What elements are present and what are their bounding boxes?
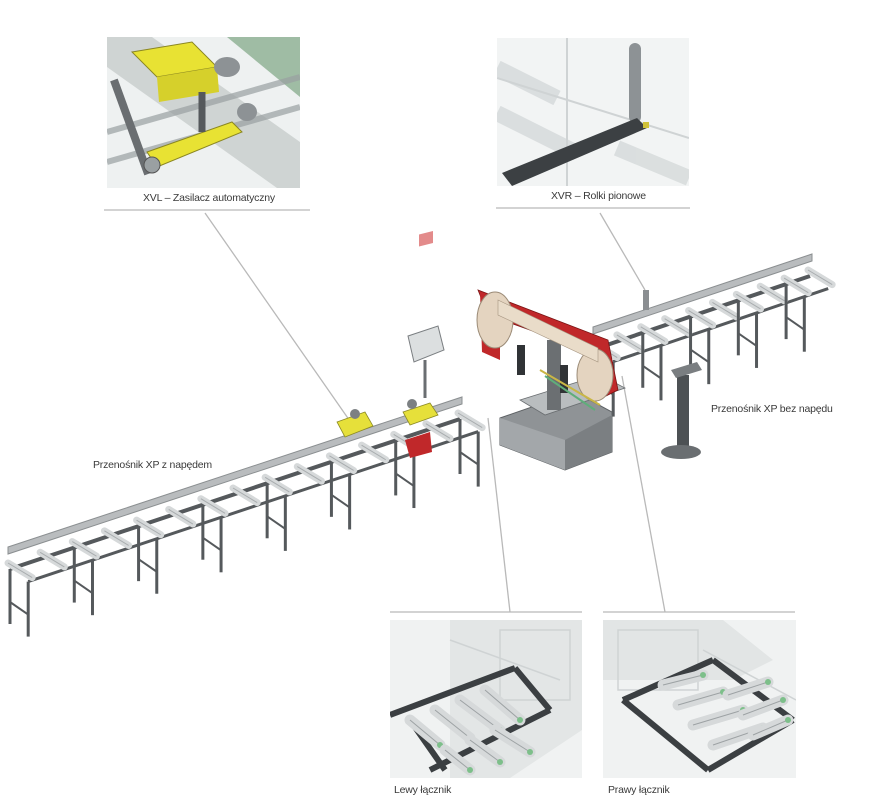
roller-edge — [39, 551, 65, 568]
roller-bearing — [527, 749, 533, 755]
roller-edge — [297, 466, 322, 482]
brace — [73, 579, 94, 594]
frame-rail — [612, 287, 829, 364]
brace — [330, 494, 351, 509]
brace — [266, 515, 286, 530]
feeder-icon — [336, 399, 439, 458]
xp-nodrive-conveyor — [589, 253, 836, 417]
roller-bearing — [517, 717, 523, 723]
leader-xvr — [599, 212, 646, 291]
inset-xvl-feeder — [107, 37, 300, 188]
label-xp-nodrive: Przenośnik XP bez napędu — [711, 403, 833, 415]
roller-edge — [104, 530, 129, 546]
roller-edge — [329, 455, 354, 471]
right-connector-rollers — [657, 669, 794, 751]
roller-edge — [712, 302, 737, 318]
roller-edge — [807, 269, 833, 286]
roller-edge — [664, 318, 690, 334]
connector-roller-edge — [662, 674, 704, 686]
connector-roller-edge — [409, 719, 441, 746]
connector-roller-edge — [727, 681, 769, 696]
connector-roller-edge — [692, 709, 744, 726]
control-panel-icon — [407, 231, 445, 398]
roller-edge — [759, 285, 785, 302]
leader-left-connector — [487, 417, 511, 613]
connector-roller-edge — [677, 691, 724, 706]
leader-right-connector — [621, 375, 666, 613]
connector-roller-edge — [742, 699, 784, 716]
frame-rail — [594, 274, 811, 351]
connector-roller-edge — [434, 709, 471, 739]
vertical-roller-icon — [643, 290, 702, 459]
inset-xvl-underline — [104, 209, 310, 211]
roller-edge — [616, 334, 642, 350]
roller-edge — [457, 412, 483, 429]
brace — [737, 332, 758, 347]
roller-bearing — [497, 759, 503, 765]
roller-edge — [783, 277, 809, 294]
connector-roller-edge — [494, 729, 531, 753]
roller-bearing — [700, 672, 706, 678]
brace — [642, 364, 662, 380]
roller-bearing — [780, 697, 786, 703]
roller-edge — [688, 310, 714, 326]
roller-edge — [640, 326, 666, 342]
roller-edge — [425, 423, 451, 439]
connector-roller-edge — [469, 739, 501, 763]
brace — [785, 316, 805, 331]
roller-edge — [200, 498, 226, 514]
label-xvl: XVL – Zasilacz automatyczny — [143, 192, 275, 204]
label-xp-drive: Przenośnik XP z napędem — [93, 459, 212, 471]
brace — [459, 451, 479, 466]
leader-lines — [204, 212, 795, 613]
guide-beam — [592, 253, 813, 335]
roller-edge — [361, 444, 387, 461]
brace — [202, 536, 222, 552]
roller-edge — [168, 509, 194, 525]
left-connector-rollers — [404, 684, 536, 776]
leader-xvl — [204, 212, 353, 425]
connector-roller-edge — [484, 689, 521, 721]
roller-edge — [736, 293, 761, 310]
label-right-connector: Prawy łącznik — [608, 784, 670, 796]
inset-right-connector — [603, 620, 796, 778]
roller-edge — [264, 476, 290, 493]
connector-roller-edge — [444, 749, 471, 771]
frame-rail — [9, 417, 461, 571]
roller-bearing — [467, 767, 473, 773]
roller-edge — [72, 541, 97, 557]
label-left-connector: Lewy łącznik — [394, 784, 452, 796]
roller-bearing — [765, 679, 771, 685]
inset-left-connector — [390, 620, 582, 778]
sawing-machine-icon — [476, 289, 627, 471]
xp-drive-conveyor — [4, 396, 486, 637]
inset-xvr-vertical-rollers — [497, 38, 689, 186]
guide-beam — [7, 396, 463, 555]
roller-edge — [7, 562, 33, 579]
inset-xvr-underline — [496, 207, 690, 209]
roller-edge — [136, 519, 162, 536]
brace — [9, 601, 29, 616]
roller-edge — [232, 487, 258, 504]
label-xvr: XVR – Rolki pionowe — [551, 190, 646, 202]
brace — [138, 558, 158, 573]
roller-bearing — [785, 717, 791, 723]
connector-roller-edge — [752, 719, 789, 736]
brace — [689, 348, 710, 363]
brace — [395, 472, 415, 487]
frame-rail — [27, 430, 479, 584]
